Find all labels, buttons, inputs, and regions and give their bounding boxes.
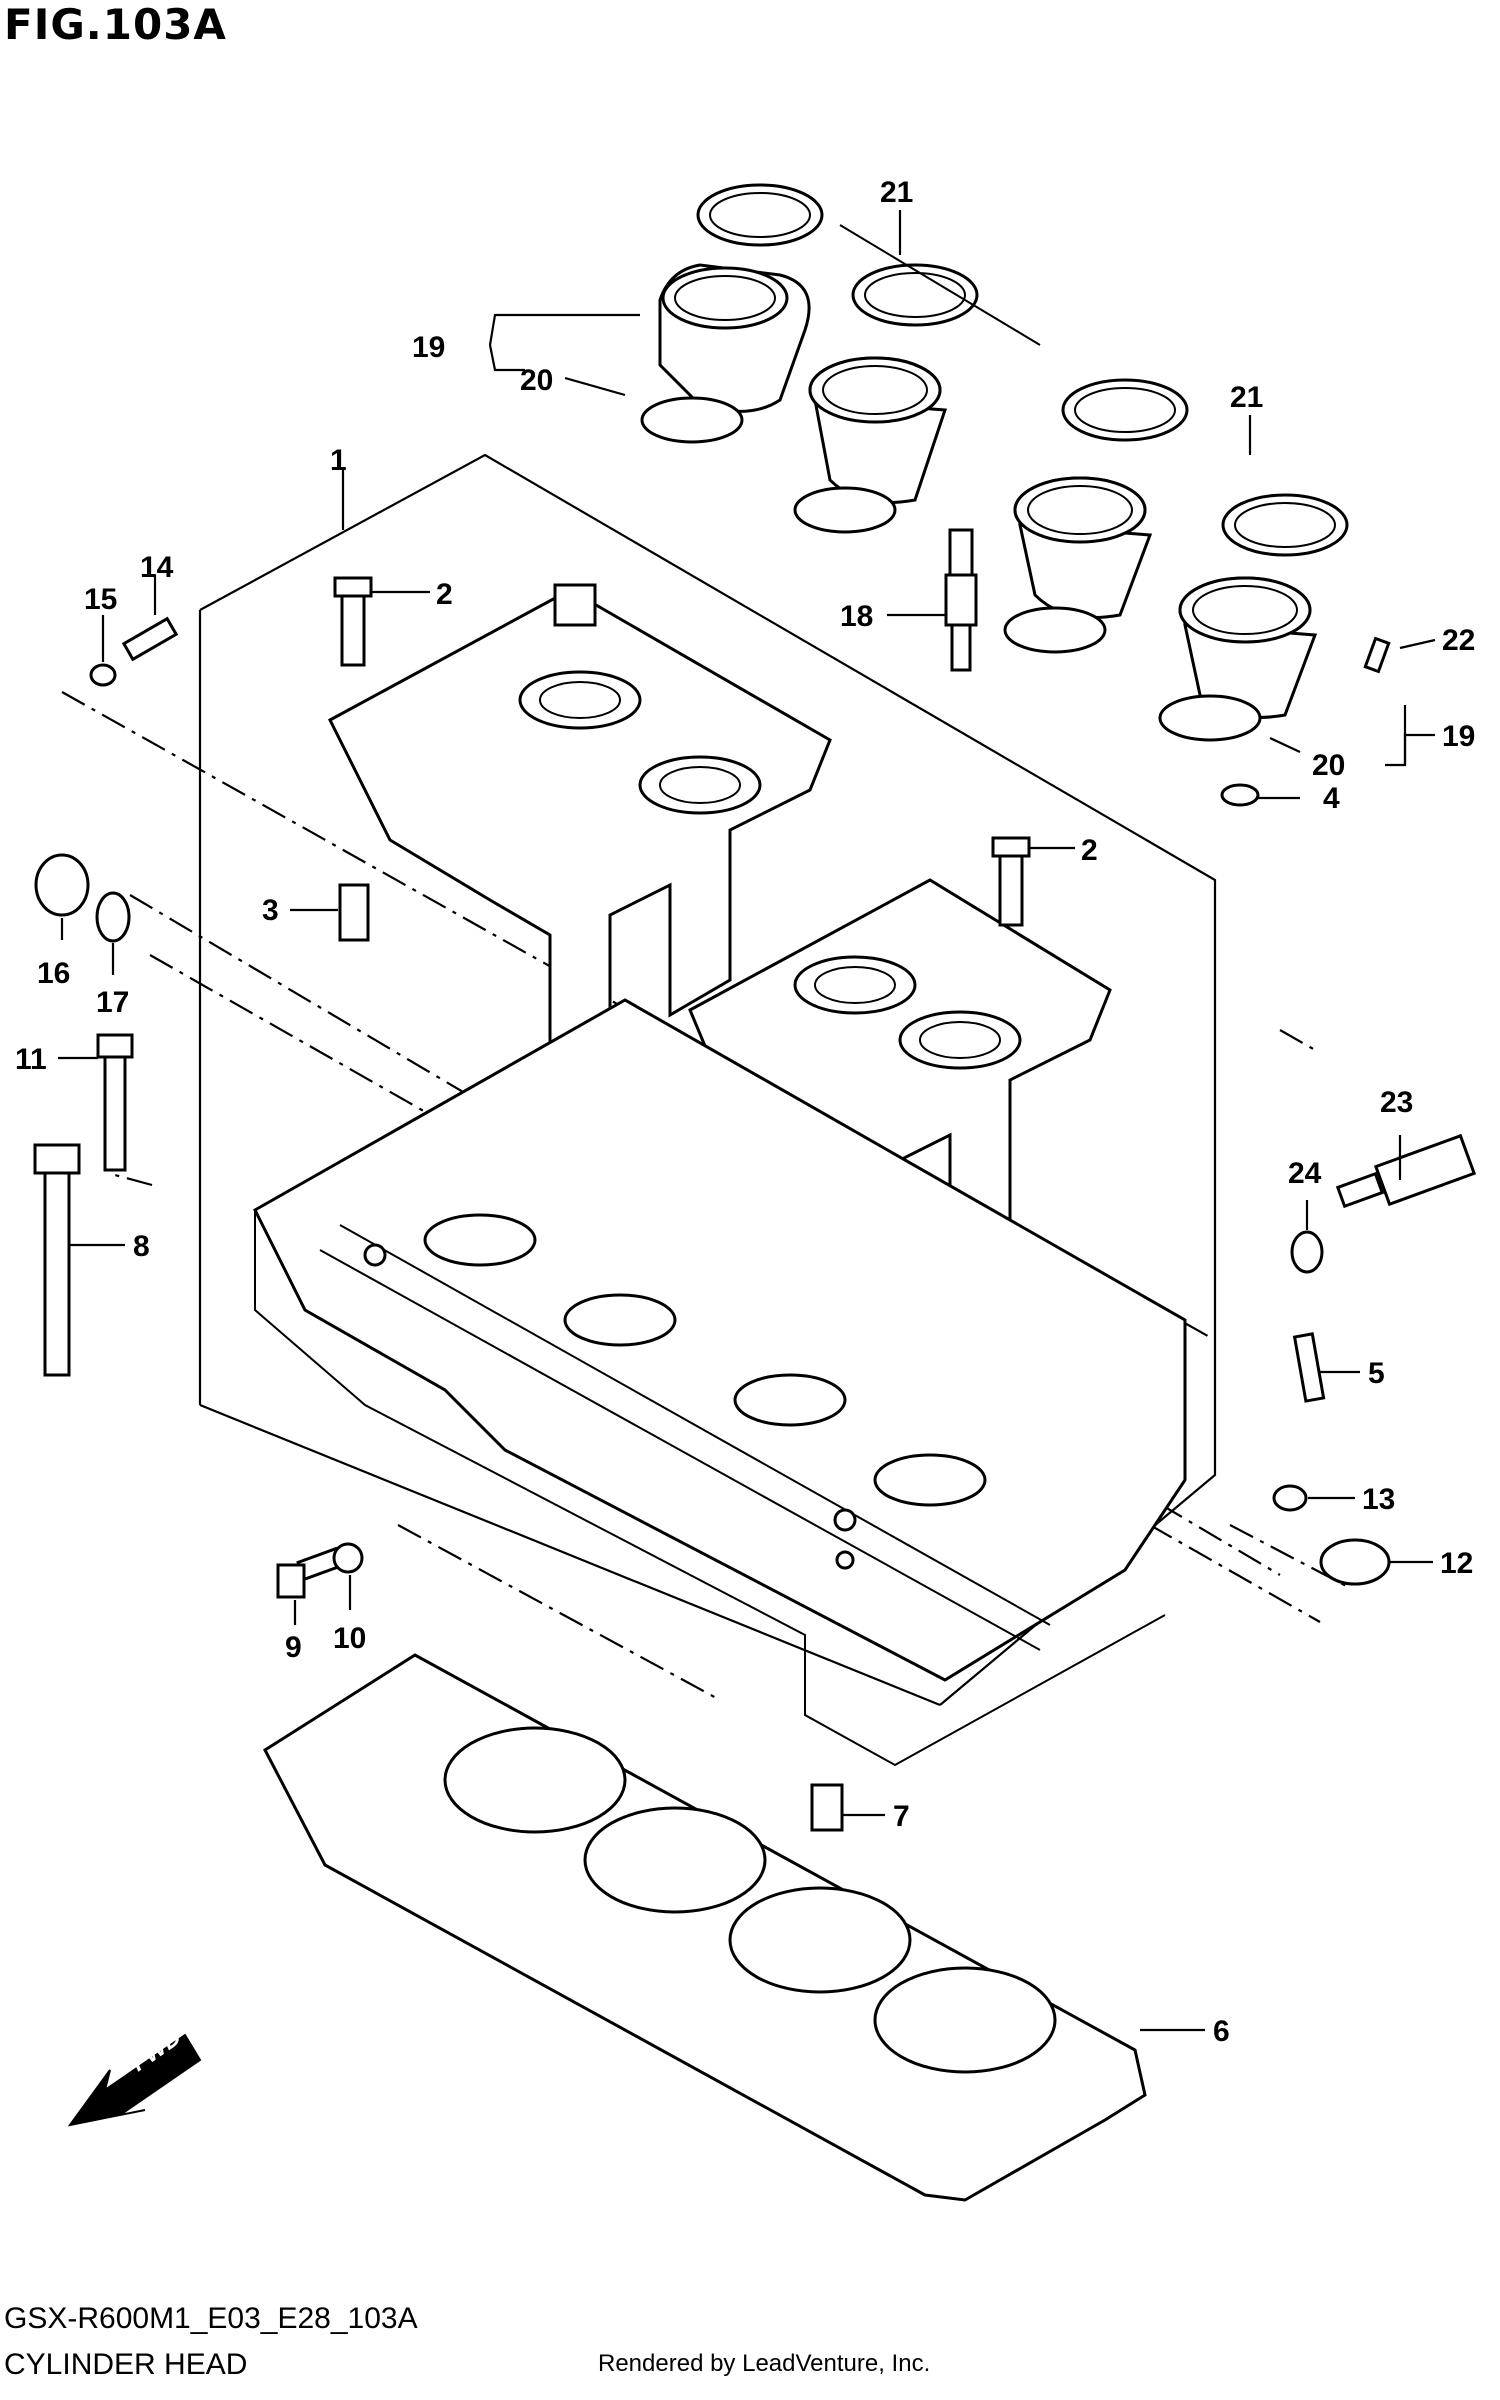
callout-1: 1 xyxy=(330,444,347,477)
figure-title: FIG.103A xyxy=(4,0,227,49)
callout-2a: 2 xyxy=(436,578,453,611)
callout-11: 11 xyxy=(15,1043,47,1076)
callout-8: 8 xyxy=(133,1230,150,1263)
callout-12: 12 xyxy=(1440,1547,1473,1580)
callout-22: 22 xyxy=(1442,624,1475,657)
callout-18: 18 xyxy=(840,600,873,633)
callout-6: 6 xyxy=(1213,2015,1230,2048)
callout-14: 14 xyxy=(140,551,174,584)
render-credit: Rendered by LeadVenture, Inc. xyxy=(598,2350,931,2377)
callout-19a: 19 xyxy=(412,331,445,364)
callout-3: 3 xyxy=(262,894,279,927)
callout-16: 16 xyxy=(37,957,70,990)
cylinder-head-body xyxy=(253,998,1187,1767)
callout-20a: 20 xyxy=(520,364,553,397)
callout-5: 5 xyxy=(1368,1357,1385,1390)
fwd-direction-marker: FWD xyxy=(67,2023,202,2127)
camshaft-holder-front xyxy=(688,878,1112,1298)
callout-4: 4 xyxy=(1323,782,1340,815)
arrow-down-left-icon xyxy=(67,2033,202,2127)
camshaft-holder-rear xyxy=(328,583,832,1048)
callout-17: 17 xyxy=(96,986,129,1019)
callout-15: 15 xyxy=(84,583,117,616)
small-parts xyxy=(33,528,1477,1832)
callout-21a: 21 xyxy=(880,176,913,209)
callout-20b: 20 xyxy=(1312,749,1345,782)
callout-19b: 19 xyxy=(1442,720,1475,753)
intake-boot-set-front xyxy=(1003,378,1349,742)
callout-23: 23 xyxy=(1380,1086,1413,1119)
callout-7: 7 xyxy=(893,1800,910,1833)
callout-2b: 2 xyxy=(1081,834,1098,867)
intake-boot-set-rear xyxy=(640,183,1041,534)
figure-name: CYLINDER HEAD xyxy=(4,2348,248,2381)
leader-lines xyxy=(58,210,1436,2032)
callout-labels: 1 2 2 3 4 5 6 7 8 9 10 11 12 13 14 15 16… xyxy=(15,176,1475,2048)
callout-10: 10 xyxy=(333,1622,366,1655)
callout-21b: 21 xyxy=(1230,381,1263,414)
callout-24: 24 xyxy=(1288,1157,1322,1190)
figure-code: GSX-R600M1_E03_E28_103A xyxy=(4,2302,418,2335)
callout-13: 13 xyxy=(1362,1483,1395,1516)
cylinder-head-gasket xyxy=(263,1653,1147,2202)
callout-9: 9 xyxy=(285,1631,302,1664)
